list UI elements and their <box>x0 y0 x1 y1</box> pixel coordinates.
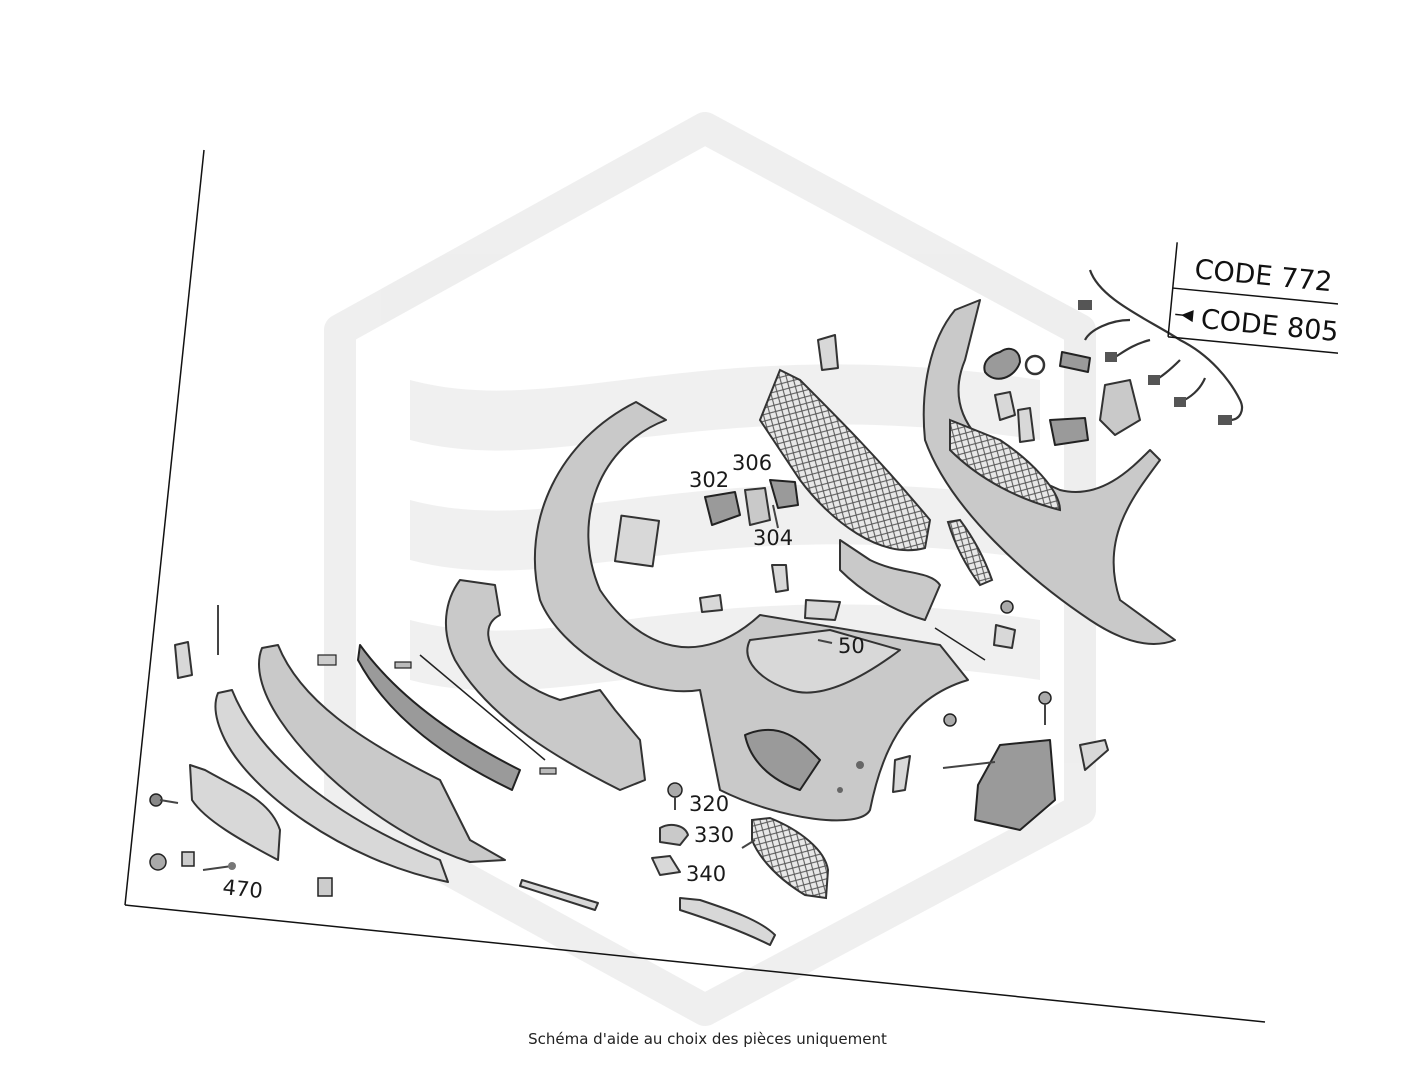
arrow-right-icon <box>1181 310 1194 323</box>
impact-absorber <box>444 579 646 791</box>
label-50: 50 <box>838 634 865 658</box>
upper-grille <box>758 368 932 552</box>
caption: Schéma d'aide au choix des pièces unique… <box>528 1030 887 1048</box>
leader-lines <box>741 504 833 849</box>
label-340: 340 <box>686 862 726 886</box>
label-304: 304 <box>753 526 793 550</box>
label-306: 306 <box>732 451 772 475</box>
code-box: CODE 772 CODE 805 <box>1167 242 1346 355</box>
small-parts <box>174 334 1141 946</box>
label-470: 470 <box>221 875 263 903</box>
lower-trim-strips <box>214 644 599 911</box>
label-320: 320 <box>689 792 729 816</box>
label-302: 302 <box>689 468 729 492</box>
wiring-harness <box>1078 269 1244 425</box>
bumper-cover <box>533 401 969 822</box>
license-plate-holder <box>189 764 281 861</box>
bumper-carrier <box>922 299 1176 645</box>
fasteners <box>149 600 1052 897</box>
label-330: 330 <box>694 823 734 847</box>
